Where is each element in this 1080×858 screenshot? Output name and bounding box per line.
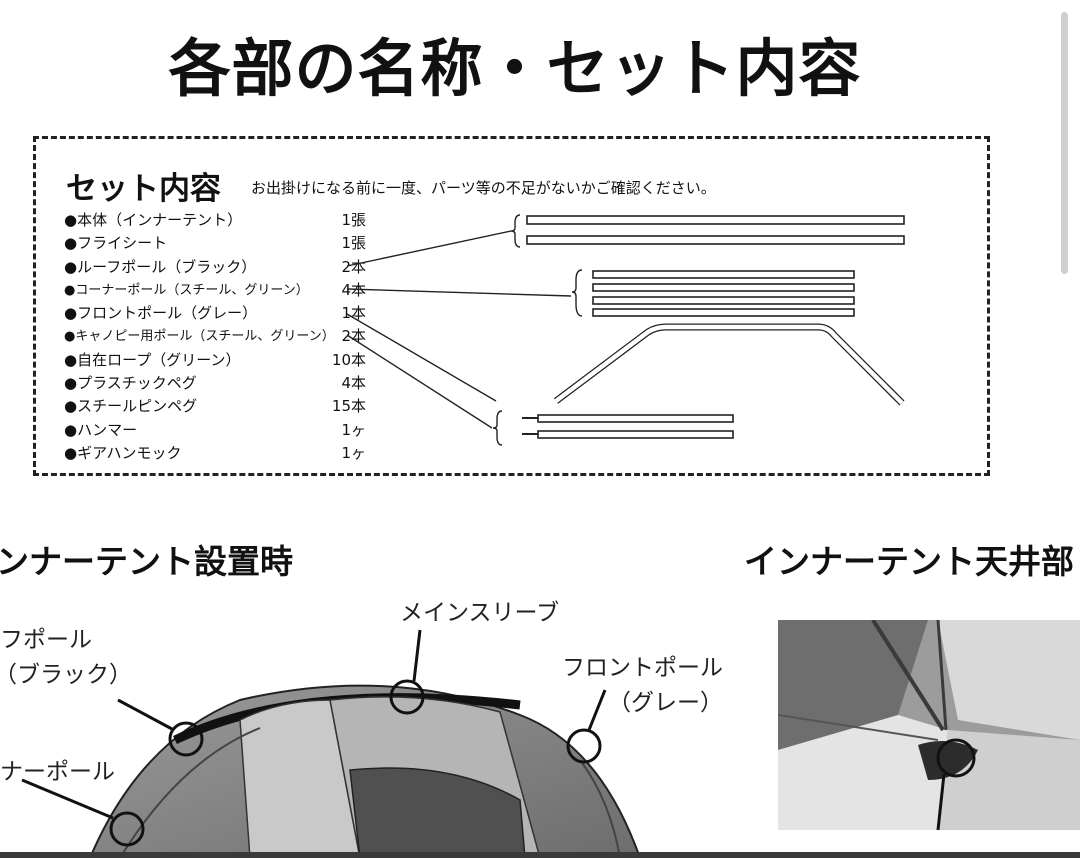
set-contents-box: セット内容 お出掛けになる前に一度、パーツ等の不足がないかご確認ください。 ●本… — [33, 136, 990, 476]
item-qty: 1張 — [341, 211, 366, 229]
item-name: ●ハンマー — [64, 420, 138, 439]
set-contents-note: お出掛けになる前に一度、パーツ等の不足がないかご確認ください。 — [251, 179, 716, 197]
leader-line — [346, 334, 493, 429]
callout-corner-pole: ナーポール — [0, 759, 115, 785]
ceiling-photo-art — [778, 620, 1080, 830]
item-qty: 1ヶ — [341, 443, 366, 462]
callout-circle — [109, 811, 145, 847]
item-name: ●自在ロープ（グリーン） — [64, 350, 241, 369]
list-item: ●キャノピー用ポール（スチール、グリーン） 2本 — [64, 325, 366, 348]
callout-line — [117, 698, 173, 731]
list-item: ●プラスチックペグ 4本 — [64, 372, 366, 395]
callout-roof-pole: フポール — [0, 627, 92, 653]
list-item: ●自在ロープ（グリーン） 10本 — [64, 349, 366, 372]
brace-icon — [571, 269, 583, 317]
corner-pole-drawing — [592, 270, 855, 279]
list-item: ●スチールピンペグ 15本 — [64, 395, 366, 418]
item-qty: 4本 — [341, 374, 366, 393]
pole-illustrations — [346, 214, 905, 446]
item-qty: 2本 — [341, 327, 366, 346]
item-name: ●プラスチックペグ — [64, 374, 197, 393]
set-contents-heading: セット内容 — [66, 171, 221, 207]
item-qty: 1張 — [341, 234, 366, 253]
leader-line — [346, 313, 497, 402]
corner-pole-drawing — [592, 296, 855, 305]
item-name: ●スチールピンペグ — [64, 397, 198, 416]
callout-main-sleeve: メインスリーブ — [400, 600, 560, 626]
list-item: ●ギアハンモック 1ヶ — [64, 442, 366, 465]
item-name: ●ルーフポール（ブラック） — [64, 257, 257, 276]
item-name: ●キャノピー用ポール（スチール、グリーン） — [64, 329, 335, 345]
bottom-rule — [0, 852, 1080, 858]
callout-circle — [168, 721, 204, 757]
item-name: ●フライシート — [64, 234, 168, 253]
item-qty: 2本 — [341, 257, 366, 276]
list-item: ●フロントポール（グレー） 1本 — [64, 302, 366, 325]
item-qty: 1本 — [341, 304, 366, 323]
item-qty: 1ヶ — [341, 420, 366, 439]
corner-pole-drawing — [592, 308, 855, 317]
list-item: ●ルーフポール（ブラック） 2本 — [64, 256, 366, 279]
leader-line — [346, 230, 512, 267]
callout-line — [587, 689, 607, 731]
callout-front-pole: フロントポール — [562, 655, 723, 681]
roof-pole-drawing — [526, 215, 905, 225]
ceiling-photo — [778, 620, 1080, 830]
callout-front-pole-color: （グレー） — [608, 690, 723, 716]
callout-roof-pole-color: （ブラック） — [0, 662, 132, 688]
callout-line — [21, 778, 114, 820]
list-item: ●フライシート 1張 — [64, 232, 366, 255]
item-name: ●フロントポール（グレー） — [64, 304, 258, 323]
corner-pole-drawing — [592, 283, 855, 292]
item-name: ●本体（インナーテント） — [64, 211, 243, 229]
scrollbar[interactable] — [1061, 12, 1068, 274]
callout-circle — [566, 728, 602, 764]
list-item: ●ハンマー 1ヶ — [64, 419, 366, 442]
callout-circle — [936, 738, 976, 778]
set-item-list: ●本体（インナーテント） 1張 ●フライシート 1張 ●ルーフポール（ブラック） 2本… — [64, 209, 366, 465]
list-item: ●本体（インナーテント） 1張 — [64, 209, 366, 232]
item-name: ●ギアハンモック — [64, 443, 182, 462]
roof-pole-drawing — [526, 235, 905, 245]
callout-line — [412, 629, 422, 682]
brace-icon — [492, 410, 503, 446]
leader-line — [346, 288, 572, 297]
item-qty: 15本 — [331, 397, 366, 416]
item-name: ●コーナーポール（スチール、グリーン） — [64, 282, 309, 298]
item-qty: 10本 — [331, 350, 366, 369]
callout-circle — [389, 679, 425, 715]
page-title: 各部の名称・セット内容 — [168, 32, 862, 105]
section-heading-setup: ンナーテント設置時 — [0, 542, 293, 581]
section-heading-ceiling: インナーテント天井部 — [744, 542, 1074, 581]
tent-illustration — [21, 629, 642, 858]
